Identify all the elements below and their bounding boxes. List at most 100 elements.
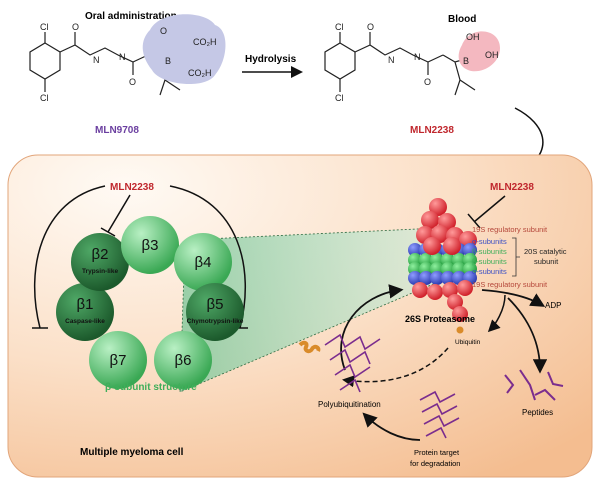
proteasome-legend: 19S regulatory subunit α-subunits β-subu… [472, 225, 567, 289]
oxygen-label: O [72, 22, 79, 32]
subunit-name: β6 [175, 352, 192, 369]
chlorine-label: Cl [40, 93, 49, 103]
oxygen-label: O [424, 77, 431, 87]
subunit-7: β7 [89, 331, 147, 389]
subunit-sphere [56, 283, 114, 341]
subunit-sphere [154, 331, 212, 389]
mln2238-structure: Blood Cl Cl O O N N B OH OH MLN2238 [324, 14, 500, 136]
blood-heading: Blood [448, 14, 476, 25]
beta-label: β-subunits [472, 257, 507, 266]
subunit-sphere [71, 233, 129, 291]
boronic-ester-highlight [142, 14, 226, 85]
subunit-activity: Trypsin-like [82, 268, 119, 275]
mln9708-structure: Oral administration Cl Cl O O N N B O CO… [29, 11, 226, 136]
ubiquitin-chain-icon [298, 340, 321, 354]
nitrogen-label: N [388, 55, 395, 65]
oxygen-label: O [367, 22, 374, 32]
chlorine-label: Cl [335, 93, 344, 103]
alpha-label: α-subunits [472, 267, 507, 276]
subunit-6: β6 [154, 331, 212, 389]
subunit-sphere [121, 216, 179, 274]
subunit-name: β5 [207, 296, 224, 313]
recycle-dashed-arrow [342, 347, 449, 388]
peptides-label: Peptides [522, 408, 553, 417]
subunit-name: β1 [77, 296, 94, 313]
chlorine-label: Cl [335, 22, 344, 32]
proteasome-sphere [442, 282, 458, 298]
proteasome-sphere [412, 282, 428, 298]
ring-title: β-subunit structure [105, 382, 197, 393]
ubiquitin-label: Ubiquitin [455, 339, 481, 346]
proteasome-sphere [429, 198, 447, 216]
drug-label-right: MLN2238 [490, 182, 534, 193]
proteasome-sphere [408, 271, 422, 285]
boron-label: B [165, 56, 171, 66]
subunit-name: β3 [142, 237, 159, 254]
mln9708-label: MLN9708 [95, 125, 139, 136]
subunit-name: β2 [92, 246, 109, 263]
drug-label-left: MLN2238 [110, 182, 154, 193]
subunit-name: β7 [110, 352, 127, 369]
nitrogen-label: N [414, 52, 421, 62]
cell-label: Multiple myeloma cell [80, 447, 184, 458]
adp-arrow [481, 289, 546, 307]
subunit-3: β3 [121, 216, 179, 274]
subunit-sphere [174, 233, 232, 291]
proteasome-title: 26S Proteasome [405, 314, 475, 324]
subunit-4: β4 [174, 233, 232, 291]
proteasome-sphere [423, 237, 441, 255]
peptides-icon [504, 369, 564, 401]
proteasome-sphere [452, 306, 468, 322]
hydrolysis-label: Hydrolysis [245, 54, 297, 65]
chlorine-label: Cl [40, 22, 49, 32]
proteasome-sphere [441, 271, 455, 285]
target-protein-icon [419, 390, 460, 439]
oral-administration-heading: Oral administration [85, 11, 177, 22]
inhibition-arrow-b2 [100, 194, 131, 237]
to-proteasome-arrow [340, 284, 404, 371]
nitrogen-label: N [93, 55, 100, 65]
proteasome-sphere [408, 243, 422, 257]
inhibition-arrow-b1 [32, 185, 106, 329]
oxygen-label: O [129, 77, 136, 87]
ubiquitin-icon [456, 326, 464, 334]
reg-top-label: 19S regulatory subunit [472, 225, 548, 234]
proteasome-sphere [421, 211, 439, 229]
carboxyl-label: CO₂H [193, 37, 217, 47]
nitrogen-label: N [119, 52, 126, 62]
beta-ring: β6β7β1Caspase-likeβ2Trypsin-likeβ3β4β5Ch… [56, 216, 244, 389]
reg-bottom-label: 19S regulatory subunit [472, 280, 548, 289]
beta-label: β-subunits [472, 247, 507, 256]
proteasome-sphere [457, 280, 473, 296]
catalytic-label: subunit [534, 257, 559, 266]
oxygen-label: O [160, 26, 167, 36]
proteasome-sphere [419, 271, 433, 285]
hydroxyl-label: OH [466, 32, 480, 42]
subunit-name: β4 [195, 254, 212, 271]
subunit-sphere [89, 331, 147, 389]
boronic-acid-highlight [458, 31, 500, 72]
polyubiquitinated-protein-icon [324, 333, 381, 393]
proteasome-sphere [427, 284, 443, 300]
inhibition-arrow-proteasome [467, 195, 506, 229]
hydroxyl-label: OH [485, 50, 499, 60]
subunit-activity: Chymotrypsin-like [187, 318, 244, 325]
ubiquitin-release-arrow [487, 294, 506, 333]
ubiquitination-arrow [362, 412, 421, 441]
proteasome-sphere [430, 271, 444, 285]
boron-label: B [463, 56, 469, 66]
proteasome-sphere [447, 294, 463, 310]
mln2238-label: MLN2238 [410, 125, 454, 136]
target-label-2: for degradation [410, 459, 460, 468]
proteasome-sphere [463, 243, 477, 257]
subunit-activity: Caspase-like [65, 318, 105, 325]
subunit-sphere [186, 283, 244, 341]
adp-label: ADP [545, 301, 561, 310]
proteasome-26s [408, 198, 477, 322]
alpha-label: α-subunits [472, 237, 507, 246]
carboxyl-label: CO₂H [188, 68, 212, 78]
